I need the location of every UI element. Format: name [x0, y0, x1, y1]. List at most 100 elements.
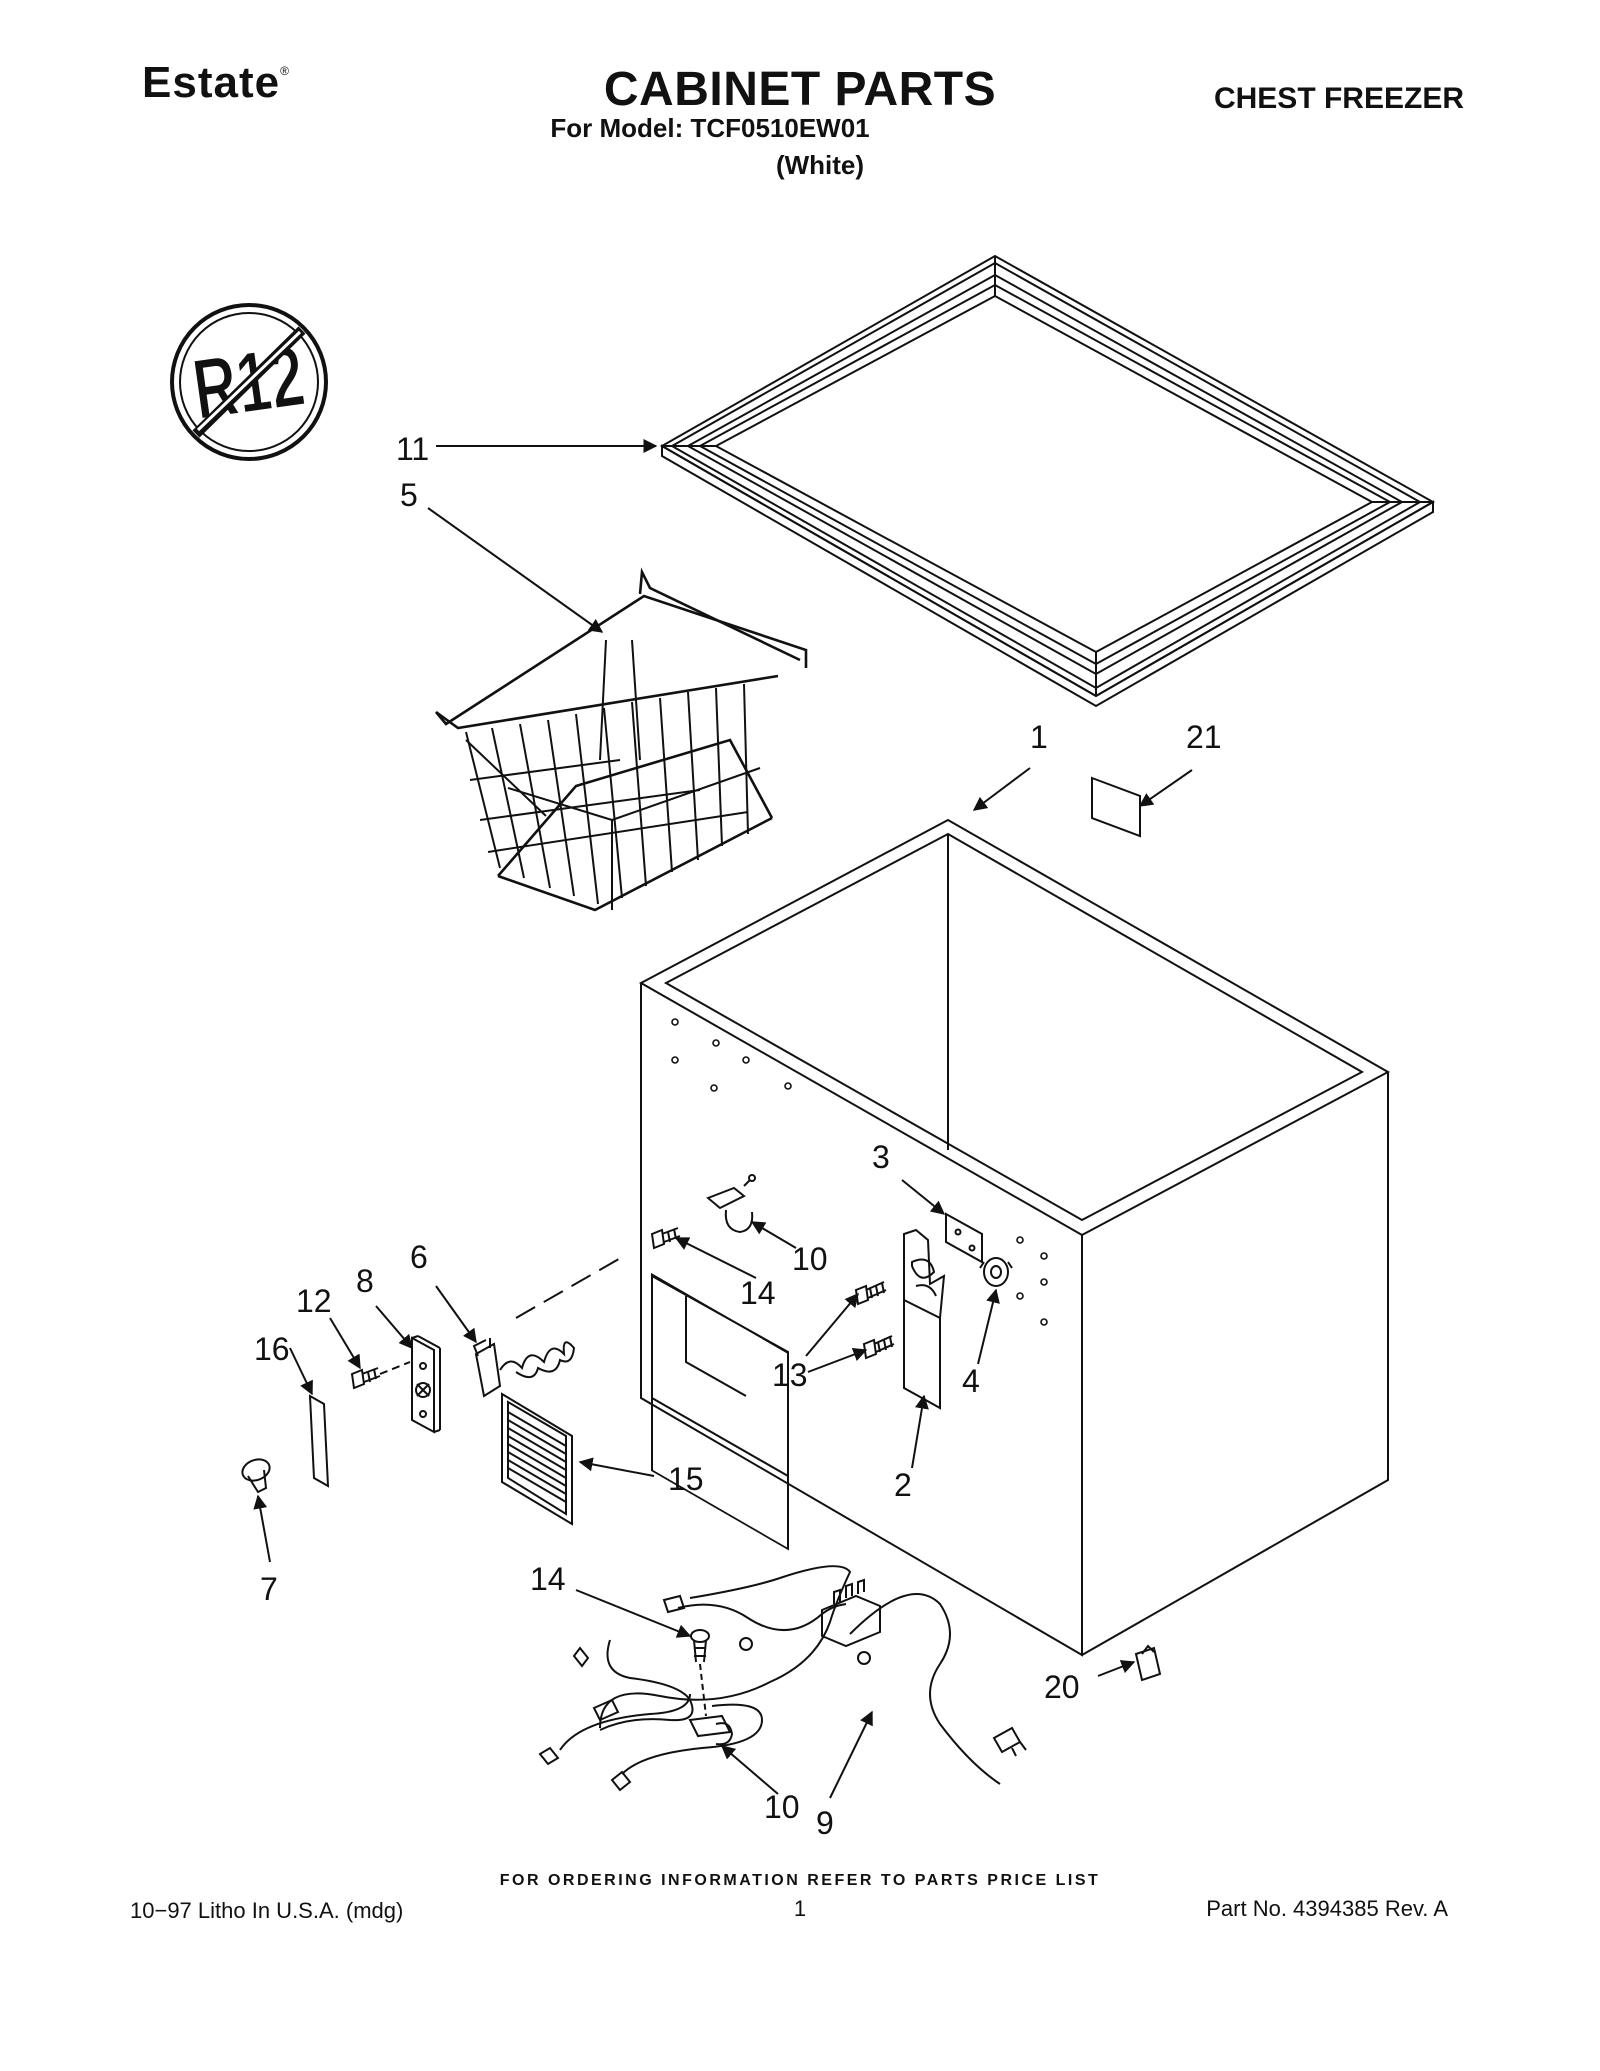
callout-2: 2: [894, 1467, 912, 1503]
leader-15: [578, 1457, 655, 1477]
lid-gasket: [659, 254, 1436, 708]
gasket-outer: [659, 254, 1436, 698]
callout-1: 1: [1030, 719, 1048, 755]
thermostat-path: [515, 1255, 625, 1319]
callout-4: 4: [962, 1363, 980, 1399]
compartment-inner: [685, 1296, 747, 1397]
model-color: (White): [775, 150, 865, 180]
connector-bottom: [610, 1770, 632, 1792]
badge-inner-ring: [179, 312, 319, 452]
screw-14-lower: [690, 1629, 710, 1717]
callout-8: 8: [356, 1263, 374, 1299]
leader-3: [901, 1179, 946, 1215]
harness-wire-2: [599, 1565, 852, 1729]
no-r12-badge: R12: [170, 303, 328, 461]
leader-1: [972, 767, 1031, 811]
badge-slash-highlight: [196, 330, 302, 432]
hinge-spring: [911, 1258, 937, 1297]
hinge-bushing: [979, 1257, 1013, 1287]
product-type: CHEST FREEZER: [1213, 82, 1464, 115]
connector-left-2: [592, 1698, 620, 1722]
gasket-mid-3: [697, 283, 1393, 666]
screw-upper: [854, 1281, 887, 1306]
rating-label: [1091, 776, 1141, 838]
callout-5: 5: [400, 477, 418, 513]
leader-5: [427, 507, 604, 633]
thermostat-body: [474, 1342, 502, 1398]
part-number: Part No. 4394385 Rev. A: [1206, 1896, 1448, 1921]
callout-6: 6: [410, 1239, 428, 1275]
callout-10-lower: 10: [764, 1789, 800, 1825]
cabinet-top-inner: [663, 832, 1365, 1222]
cabinet-side-face: [1081, 1072, 1389, 1656]
tube-clamp-upper: [706, 1174, 756, 1234]
gasket-inner: [713, 294, 1375, 654]
control-knob: [241, 1458, 271, 1494]
leader-14-upper: [674, 1237, 757, 1279]
callout-11: 11: [396, 431, 429, 467]
callout-7: 7: [260, 1571, 278, 1607]
callout-15: 15: [668, 1461, 704, 1497]
cabinet: [638, 818, 1391, 1657]
callout-16: 16: [254, 1331, 290, 1367]
brand-logo: Estate®: [142, 58, 290, 108]
page-number: 1: [793, 1896, 807, 1921]
ordering-note: FOR ORDERING INFORMATION REFER TO PARTS …: [499, 1872, 1101, 1889]
callout-12: 12: [296, 1283, 332, 1319]
leader-10-upper: [750, 1221, 797, 1249]
page-title: CABINET PARTS: [603, 63, 997, 116]
ground-ring-2: [857, 1651, 871, 1665]
louver-grille: [501, 1392, 573, 1526]
leader-9: [829, 1710, 873, 1799]
callout-10-upper: 10: [792, 1241, 828, 1277]
harness-wire-4: [621, 1703, 764, 1775]
connector-left-3: [538, 1746, 560, 1766]
hinge-arm: [903, 1228, 946, 1319]
plug: [992, 1726, 1027, 1757]
basket-wires: [465, 639, 761, 910]
leader-10-lower: [720, 1745, 779, 1795]
callout-labels: 11 5 1 21 3 10 14 6 8 12 16 13 4 2 15 7 …: [254, 431, 1222, 1841]
callout-14-lower: 14: [530, 1561, 566, 1597]
harness-wire-1: [677, 1603, 847, 1631]
leader-2: [911, 1394, 929, 1469]
machine-compartment: [651, 1272, 789, 1551]
label-strip: [308, 1394, 330, 1488]
thermostat: [472, 1255, 625, 1398]
callout-13: 13: [772, 1357, 808, 1393]
leader-13-a: [805, 1292, 859, 1357]
model-number: For Model: TCF0510EW01: [550, 113, 870, 143]
basket-bottom-back: [497, 738, 774, 877]
wire-basket: [435, 567, 808, 912]
hinge-body: [903, 1298, 941, 1410]
cabinet-top-outer: [638, 818, 1391, 1237]
callout-3: 3: [872, 1139, 890, 1175]
leader-8: [375, 1305, 413, 1350]
leader-lines: [253, 439, 1193, 1799]
callout-14-upper: 14: [740, 1275, 776, 1311]
litho-info: 10−97 Litho In U.S.A. (mdg): [130, 1898, 404, 1923]
screw-lower: [862, 1335, 895, 1360]
hinge-plate: [945, 1212, 983, 1264]
registered-mark: ®: [280, 64, 290, 78]
basket-rim-back: [435, 594, 808, 726]
ground-ring: [739, 1637, 753, 1651]
capillary-coil: [499, 1341, 576, 1379]
hinge-screws: [854, 1281, 895, 1360]
basket-bottom: [497, 816, 773, 912]
basket-rim-front: [435, 674, 779, 730]
hinge-plate-hole-2: [968, 1244, 976, 1252]
control-plate: [411, 1335, 441, 1434]
leader-12: [329, 1317, 361, 1370]
callout-20: 20: [1044, 1669, 1080, 1705]
basket-handle: [638, 567, 801, 662]
hinge-assembly: [903, 1212, 983, 1410]
screw-12: [350, 1361, 411, 1390]
clip-20: [1134, 1644, 1162, 1682]
leader-16: [289, 1347, 313, 1396]
leader-6: [435, 1285, 477, 1344]
leader-7: [253, 1494, 271, 1563]
harness-wire-3: [599, 1639, 694, 1731]
terminal-block: [821, 1594, 881, 1648]
